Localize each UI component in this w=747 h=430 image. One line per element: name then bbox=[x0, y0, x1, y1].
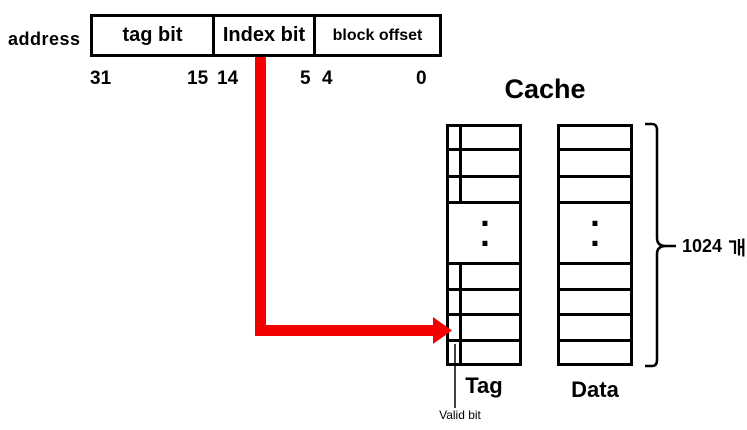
row-divider bbox=[449, 201, 519, 204]
row-divider bbox=[560, 288, 630, 291]
row-divider bbox=[449, 148, 519, 151]
row-divider bbox=[449, 288, 519, 291]
row-divider bbox=[560, 175, 630, 178]
valid-bit-divider-top bbox=[459, 127, 462, 204]
entry-count-label: 1024 bbox=[682, 236, 746, 257]
index-bit-field-label: Index bit bbox=[222, 24, 306, 46]
tag-column: · · bbox=[446, 124, 522, 366]
valid-bit-divider-bottom bbox=[459, 262, 462, 363]
row-divider bbox=[560, 148, 630, 151]
bit-position-31: 31 bbox=[90, 68, 112, 89]
tag-column-label: Tag bbox=[465, 373, 503, 398]
row-divider bbox=[560, 262, 630, 265]
entry-count-brace bbox=[645, 122, 676, 368]
block-offset-field-label: block offset bbox=[332, 26, 423, 44]
data-column: · · bbox=[557, 124, 633, 366]
cache-title: Cache bbox=[504, 74, 586, 104]
tag-bit-field-label: tag bit bbox=[122, 24, 183, 46]
bit-position-0: 0 bbox=[416, 68, 427, 89]
address-field-index-bit: Index bit bbox=[215, 17, 316, 54]
row-divider bbox=[449, 262, 519, 265]
address-box: tag bit Index bit block offset bbox=[90, 14, 442, 57]
row-divider bbox=[449, 175, 519, 178]
row-divider bbox=[560, 313, 630, 316]
address-label: address bbox=[8, 29, 81, 49]
data-column-label: Data bbox=[571, 377, 619, 402]
bit-position-14: 14 bbox=[217, 68, 239, 89]
address-field-block-offset: block offset bbox=[316, 17, 439, 54]
row-divider bbox=[560, 201, 630, 204]
index-to-cache-arrow bbox=[255, 57, 452, 344]
bit-position-5: 5 bbox=[300, 68, 311, 89]
hangul-gae-unit-glyph bbox=[729, 238, 745, 256]
entry-count-value: 1024 bbox=[682, 236, 723, 256]
arrow-horizontal-segment bbox=[255, 325, 433, 336]
row-divider bbox=[449, 339, 519, 342]
row-divider bbox=[560, 339, 630, 342]
bit-position-4: 4 bbox=[322, 68, 333, 89]
valid-bit-label: Valid bit bbox=[439, 408, 481, 422]
bit-position-15: 15 bbox=[187, 68, 209, 89]
arrow-vertical-segment bbox=[255, 57, 266, 336]
address-field-tag-bit: tag bit bbox=[93, 17, 215, 54]
row-divider bbox=[449, 313, 519, 316]
